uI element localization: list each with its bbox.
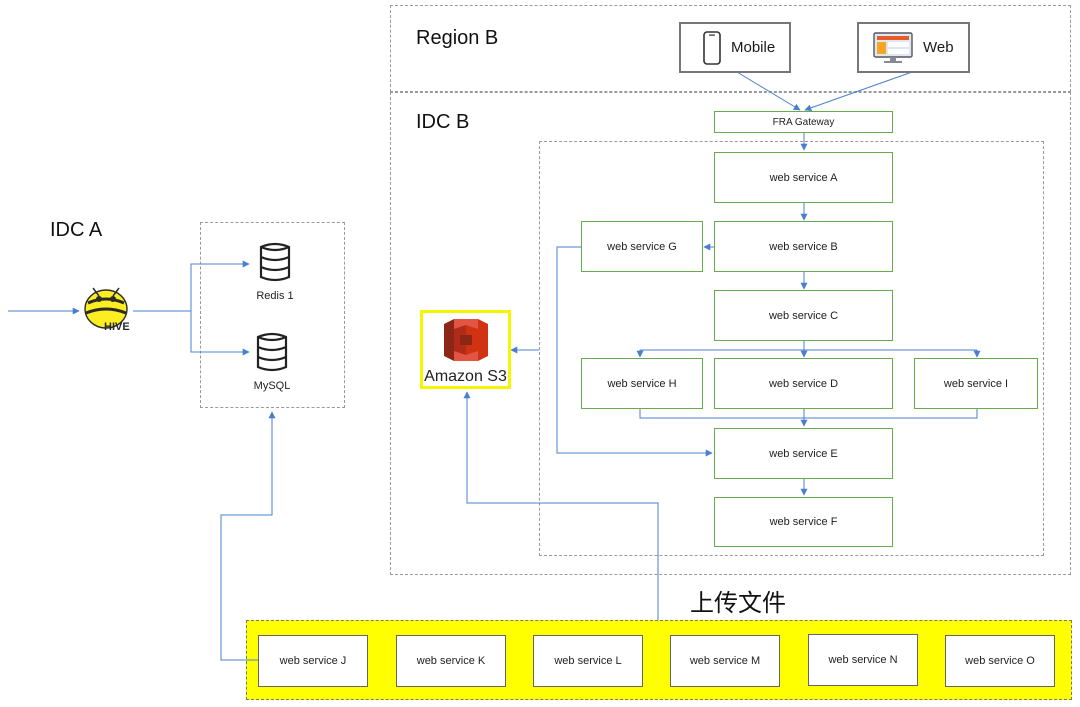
- web-service-g-node: web service G: [581, 221, 703, 272]
- mobile-client: Mobile: [679, 22, 791, 73]
- monitor-icon: [873, 31, 913, 63]
- mysql-label: MySQL: [253, 380, 291, 392]
- idc-a-storage-zone: [200, 222, 345, 408]
- web-service-d-node: web service D: [714, 358, 893, 409]
- hive-logo-icon: HIVE: [84, 287, 130, 333]
- amazon-s3-node: Amazon S3: [420, 310, 511, 389]
- web-service-n-node: web service N: [808, 634, 918, 686]
- hive-logo-text: HIVE: [104, 321, 130, 333]
- web-label: Web: [923, 39, 954, 56]
- web-service-o-node: web service O: [945, 635, 1055, 687]
- service-cluster-zone: [539, 141, 1044, 556]
- web-service-b-node: web service B: [714, 221, 893, 272]
- idc-a-label: IDC A: [50, 219, 103, 241]
- web-service-i-node: web service I: [914, 358, 1038, 409]
- web-service-c-node: web service C: [714, 290, 893, 341]
- amazon-s3-label: Amazon S3: [424, 367, 507, 385]
- mobile-label: Mobile: [731, 39, 776, 56]
- idc-b-label: IDC B: [416, 111, 470, 133]
- web-service-k-node: web service K: [396, 635, 506, 687]
- idc-b-zone: [390, 92, 1071, 575]
- web-client: Web: [857, 22, 970, 73]
- region-b-zone: [390, 5, 1071, 92]
- redis-node: Redis 1: [250, 240, 300, 310]
- web-service-e-node: web service E: [714, 428, 893, 479]
- database-icon: [259, 242, 291, 282]
- hive-node: HIVE: [80, 283, 132, 335]
- web-service-m-node: web service M: [670, 635, 780, 687]
- upload-files-label: 上传文件: [690, 590, 786, 617]
- redis-label: Redis 1: [256, 290, 294, 302]
- fra-gateway-node: FRA Gateway: [714, 111, 893, 133]
- mysql-node: MySQL: [247, 330, 297, 400]
- amazon-s3-icon: [443, 318, 488, 361]
- region-b-label: Region B: [416, 27, 499, 49]
- web-service-h-node: web service H: [581, 358, 703, 409]
- database-icon: [256, 332, 288, 372]
- upload-services-band: [246, 620, 1072, 700]
- smartphone-icon: [703, 30, 721, 65]
- web-service-j-node: web service J: [258, 635, 368, 687]
- web-service-f-node: web service F: [714, 497, 893, 547]
- web-service-l-node: web service L: [533, 635, 643, 687]
- web-service-a-node: web service A: [714, 152, 893, 203]
